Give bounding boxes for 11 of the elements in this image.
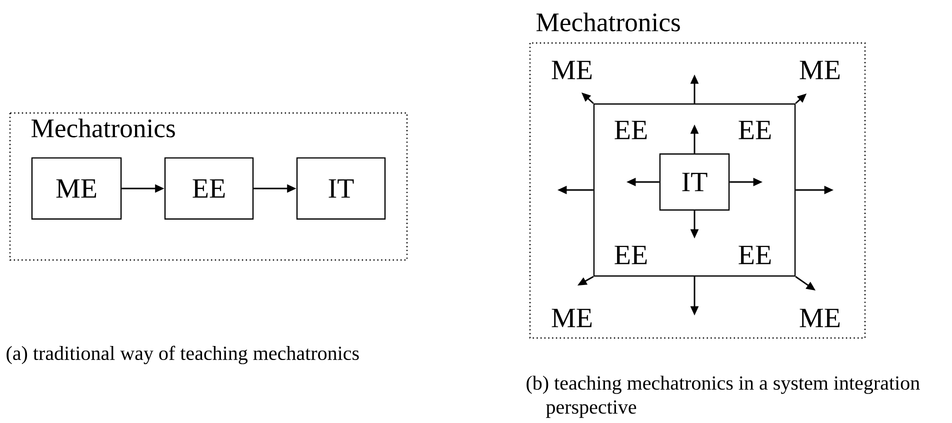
me-label: ME bbox=[552, 60, 592, 80]
caption: (a) traditional way of teaching mechatronics bbox=[6, 346, 359, 364]
subject-box: EE bbox=[164, 157, 254, 220]
me-label: ME bbox=[800, 308, 840, 328]
subject-box: IT bbox=[659, 153, 730, 211]
subject-box: ME bbox=[31, 157, 122, 220]
node-label: Mechatronics bbox=[536, 12, 680, 32]
me-label: ME bbox=[800, 60, 840, 80]
me-label: ME bbox=[552, 308, 592, 328]
caption: (b) teaching mechatronics in a system integration perspective bbox=[526, 376, 920, 418]
subject-box: IT bbox=[296, 157, 386, 220]
